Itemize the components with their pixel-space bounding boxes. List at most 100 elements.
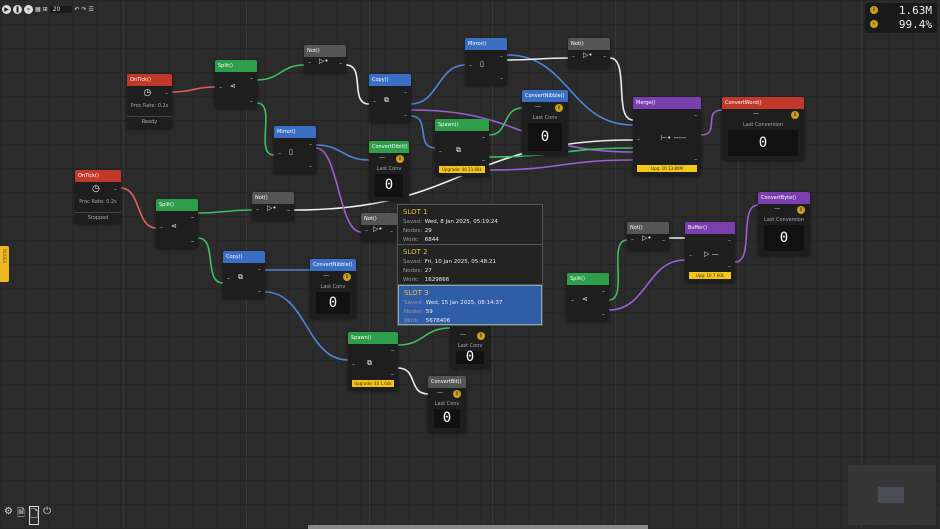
wire[interactable] [256,64,305,81]
node-title[interactable]: ConvertByte() [758,192,810,204]
input-port[interactable]: – [631,236,634,243]
output-port[interactable]: – [404,89,407,96]
node-title[interactable]: Spawn() [348,332,398,344]
wire[interactable] [171,86,216,93]
node-title[interactable]: Spawn() [435,119,489,131]
node-title[interactable]: ConvertWord() [722,97,804,109]
node-not[interactable]: Not()–▷•– [252,192,294,220]
power-icon[interactable]: ⏻ [43,506,51,517]
pause-icon[interactable]: ❚ [13,4,22,14]
wire[interactable] [197,209,253,214]
output-port[interactable]: – [309,163,312,170]
wire[interactable] [120,187,157,229]
node-mirror[interactable]: Mirror()–▯–– [465,38,507,85]
tick-state[interactable]: Stopped [75,212,121,221]
output-port[interactable]: – [500,75,503,82]
wire[interactable] [506,57,569,61]
node-title[interactable]: Merge() [633,97,701,109]
wire[interactable] [700,109,723,136]
grid-icon[interactable]: ▦ [35,5,41,13]
save-slot-1[interactable]: SLOT 1 Saved: Wed, 8 Jan 2025, 05:19:24 … [398,205,542,245]
node-not[interactable]: Not()–▷•– [361,213,397,241]
output-port[interactable]: – [728,263,731,270]
input-port[interactable]: — [437,389,443,396]
minimap[interactable] [848,465,936,525]
node-copy[interactable]: Copy()–⧉–– [369,74,411,122]
output-port[interactable]: – [694,112,697,119]
tick-state[interactable]: Ready [127,116,172,125]
wire[interactable] [488,107,523,136]
input-port[interactable]: — [323,272,329,279]
node-title[interactable]: Split() [215,60,257,72]
wire[interactable] [609,57,634,121]
wire[interactable] [608,259,686,311]
wire[interactable] [315,144,370,161]
output-port[interactable]: – [287,207,290,214]
wire[interactable] [734,204,759,263]
wire[interactable] [410,115,436,149]
output-port[interactable]: – [603,53,606,60]
node-title[interactable]: ConvertNibble() [522,90,568,102]
menu-icon[interactable]: ☰ [88,5,94,13]
output-port[interactable]: – [191,214,194,221]
node-title[interactable]: Not() [252,192,294,204]
output-port[interactable]: – [165,90,168,97]
node-title[interactable]: ConvertBit() [428,376,466,388]
node-title[interactable]: Split() [156,199,198,211]
node-title[interactable]: Mirror() [465,38,507,50]
wire[interactable] [264,291,349,361]
node-title[interactable]: Not() [361,213,397,225]
node-title[interactable]: Buffer() [685,222,735,234]
nodes-side-tab[interactable]: NODES [0,246,9,282]
output-port[interactable]: – [258,266,261,273]
input-port[interactable]: – [439,147,442,155]
input-port[interactable]: – [352,361,355,368]
node-title[interactable]: Copy() [223,251,265,263]
output-port[interactable]: – [258,288,261,295]
node-not[interactable]: Not()–▷•– [304,45,346,73]
horizontal-scrollbar[interactable] [308,525,648,529]
node-title[interactable]: Mirror() [274,126,316,138]
output-port[interactable]: – [482,134,485,141]
output-port[interactable]: – [390,228,393,235]
node-title[interactable]: ConvertDibit() [369,141,409,153]
node-spawn[interactable]: Spawn()–⧉––Upgrade: 40 1.64k [348,332,398,390]
wire[interactable] [345,64,370,105]
node-spawn[interactable]: Spawn()–⧉––Upgrade: 40 21.08k [435,119,489,176]
input-port[interactable]: – [308,59,311,66]
input-port[interactable]: – [160,223,163,231]
input-port[interactable]: – [256,206,259,213]
node-copy[interactable]: Copy()–⧉–– [223,251,265,298]
output-port[interactable]: – [250,75,253,82]
input-port[interactable]: – [571,297,574,304]
output-port[interactable]: – [309,141,312,148]
node-not[interactable]: Not()–▷•– [568,38,610,68]
node-mirror[interactable]: Mirror()–▯–– [274,126,316,173]
output-port[interactable]: – [482,157,485,164]
upgrade-button[interactable]: Upg: 10 7.60k [689,272,731,279]
wire[interactable] [315,147,362,233]
input-port[interactable]: — [535,103,541,110]
save-icon[interactable]: 🗎 [16,508,26,519]
wire[interactable] [397,367,429,395]
input-port[interactable]: – [572,53,575,60]
node-title[interactable]: Not() [627,222,669,234]
wire[interactable] [410,64,466,105]
input-port[interactable]: — [460,331,466,338]
load-icon[interactable]: 🗋 [29,506,40,525]
output-port[interactable]: – [662,237,665,244]
wire[interactable] [256,102,275,156]
output-port[interactable]: – [500,53,503,60]
node-title[interactable]: Not() [568,38,610,50]
input-port[interactable]: – [373,98,376,105]
save-slot-3[interactable]: SLOT 3 Saved: Wed, 15 Jan 2025, 08:14:37… [398,285,542,325]
wire[interactable] [489,159,634,171]
node-split[interactable]: Split()–⋖–– [156,199,198,248]
input-port[interactable]: — [774,205,780,212]
upgrade-button[interactable]: Upgrade: 40 21.08k [439,166,485,173]
